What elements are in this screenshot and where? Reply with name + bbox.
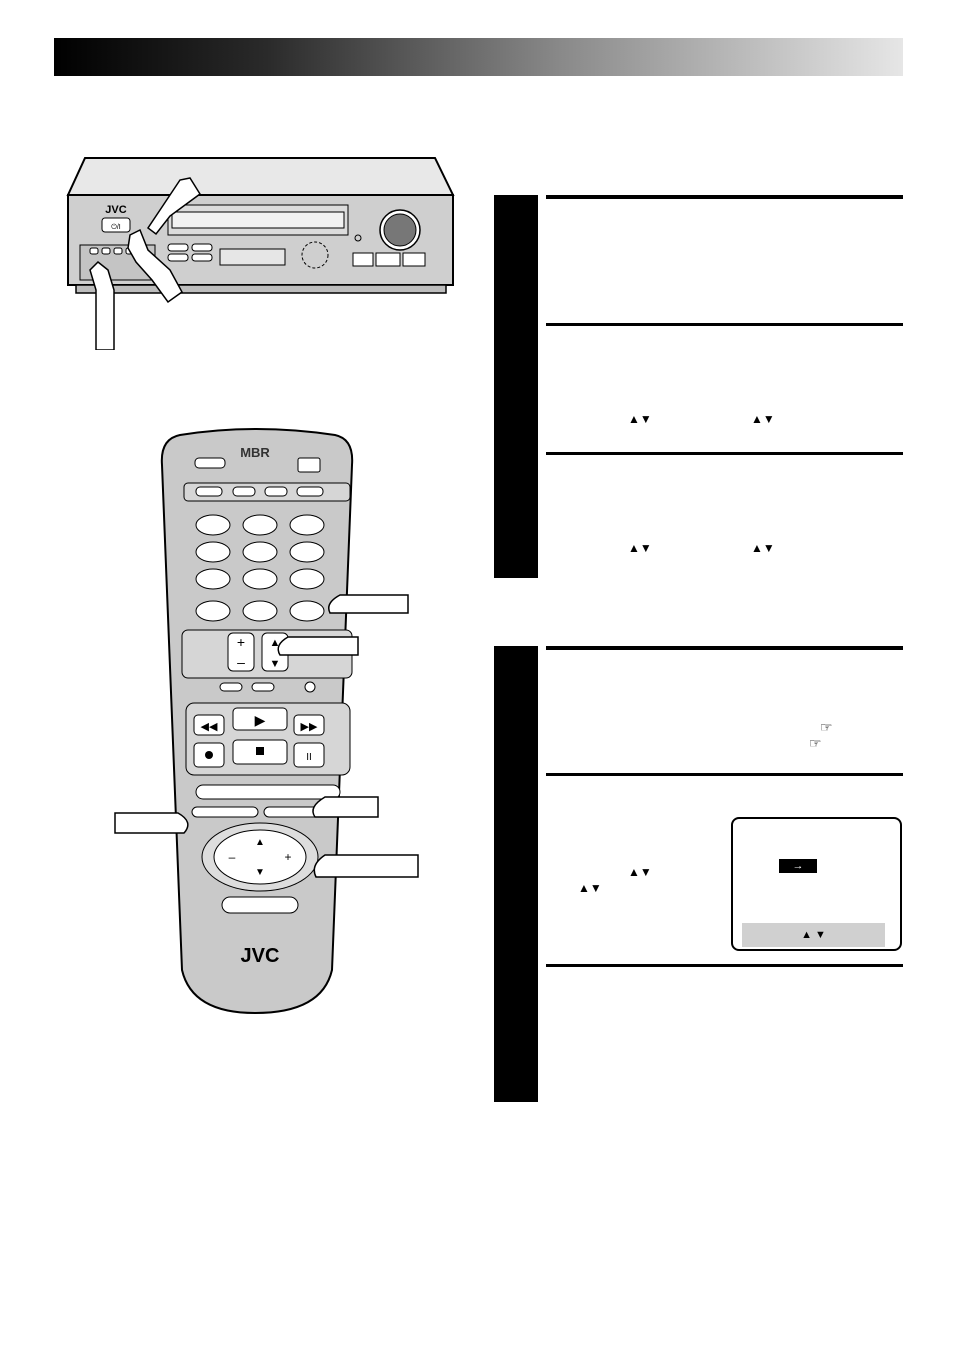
- remote-toggle[interactable]: [304, 681, 316, 693]
- hand-pointer-icon: [114, 594, 419, 878]
- svg-text:+: +: [284, 850, 291, 864]
- remote-function-button[interactable]: [232, 486, 256, 497]
- svg-text:▶▶: ▶▶: [301, 721, 318, 733]
- remote-function-button[interactable]: [264, 486, 288, 497]
- step-divider: [546, 646, 903, 650]
- remote-tv-button[interactable]: [297, 457, 321, 473]
- up-down-arrow-icon: ▲▼: [578, 881, 602, 895]
- reference-hand-icon: ☞: [820, 719, 833, 735]
- vcr-pause-button[interactable]: [352, 252, 374, 267]
- step-divider: [546, 964, 903, 967]
- remote-illustration: MBR + – ▲ ▼ ◀◀ ▶ ▶▶ II ▲ ▼ – + JVC: [114, 428, 419, 1015]
- remote-long-button[interactable]: [195, 784, 341, 800]
- step-divider: [546, 323, 903, 326]
- svg-text:▲: ▲: [270, 637, 281, 649]
- remote-volume-button[interactable]: [227, 632, 255, 672]
- hand-pointer-icon: [89, 177, 202, 350]
- up-down-arrow-icon: ▲▼: [628, 865, 652, 879]
- svg-text:+: +: [237, 634, 245, 650]
- svg-text:▲: ▲: [255, 837, 265, 848]
- up-down-arrow-icon: ▲▼: [751, 412, 775, 426]
- section-tab: [494, 646, 538, 1102]
- power-icon: ⏻/I: [111, 223, 120, 231]
- vcr-stop-eject-button[interactable]: [375, 252, 401, 267]
- remote-ffwd-button[interactable]: [293, 714, 325, 736]
- remote-brand-text: JVC: [241, 945, 280, 967]
- section-tab: [494, 195, 538, 578]
- remote-play-button[interactable]: [232, 707, 288, 731]
- vcr-display: [219, 248, 286, 266]
- vcr-front-button[interactable]: [167, 253, 189, 262]
- vcr-play-button[interactable]: [402, 252, 426, 267]
- header-gradient-bar: [54, 38, 903, 76]
- vcr-front-button[interactable]: [191, 253, 213, 262]
- svg-text:II: II: [306, 752, 312, 763]
- remote-pause-button[interactable]: [293, 742, 325, 768]
- remote-switch[interactable]: [195, 486, 223, 497]
- remote-number-pad[interactable]: [195, 514, 325, 622]
- up-down-arrow-icon: ▲▼: [751, 541, 775, 555]
- remote-light-button[interactable]: [221, 896, 299, 914]
- step-divider: [546, 195, 903, 199]
- vcr-front-button[interactable]: [191, 243, 213, 252]
- up-down-arrow-icon: ▲▼: [628, 541, 652, 555]
- svg-text:–: –: [229, 850, 236, 864]
- step-divider: [546, 452, 903, 455]
- remote-function-button[interactable]: [296, 486, 324, 497]
- remote-menu-button[interactable]: [191, 806, 259, 818]
- remote-small-button[interactable]: [251, 682, 275, 692]
- svg-text:–: –: [237, 654, 245, 670]
- svg-text:▼: ▼: [255, 867, 265, 878]
- remote-rewind-button[interactable]: [193, 714, 225, 736]
- arrow-right-icon: →: [792, 860, 804, 872]
- vcr-record-indicator: [354, 234, 362, 242]
- remote-top-logo: MBR: [240, 445, 270, 460]
- up-down-arrow-icon: ▲ ▼: [801, 929, 826, 941]
- step-divider: [546, 773, 903, 776]
- reference-hand-icon: ☞: [809, 735, 822, 751]
- osd-selector: →: [779, 859, 817, 873]
- svg-text:▼: ▼: [270, 658, 281, 670]
- vcr-front-button[interactable]: [167, 243, 189, 252]
- svg-text:▶: ▶: [255, 712, 266, 728]
- vcr-power-button[interactable]: [101, 217, 131, 233]
- osd-footer: ▲ ▼: [742, 923, 885, 947]
- vcr-brand-text: JVC: [105, 204, 126, 216]
- up-down-arrow-icon: ▲▼: [628, 412, 652, 426]
- remote-power-button[interactable]: [194, 457, 226, 469]
- vcr-illustration: JVC ⏻/I: [66, 157, 455, 350]
- svg-text:◀◀: ◀◀: [201, 721, 218, 733]
- remote-small-button[interactable]: [219, 682, 243, 692]
- on-screen-display: → ▲ ▼: [731, 817, 902, 951]
